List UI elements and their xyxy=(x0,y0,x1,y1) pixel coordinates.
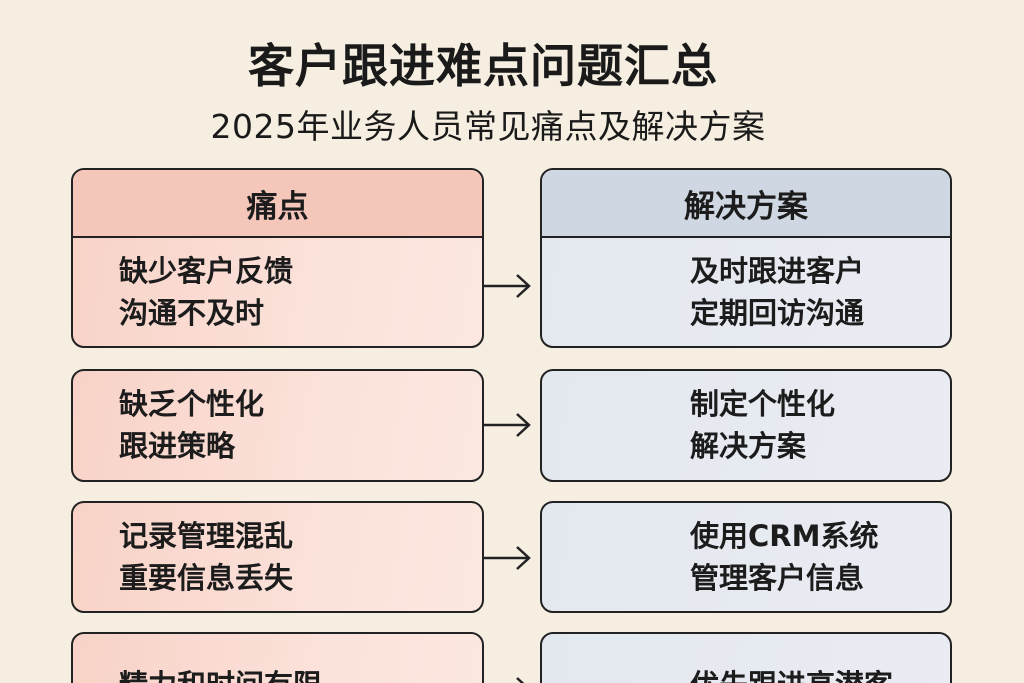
pain-card-3: 记录管理混乱 重要信息丢失 xyxy=(71,501,484,613)
pain-text-line: 沟通不及时 xyxy=(119,295,265,330)
solution-text-line: 及时跟进客户 xyxy=(690,253,865,288)
pain-text-line: 缺乏个性化 xyxy=(119,387,265,421)
solution-text-line: 使用CRM系统 xyxy=(690,518,879,553)
right-arrow-icon xyxy=(484,271,540,301)
solution-card-3: 使用CRM系统 管理客户信息 xyxy=(540,501,952,613)
solution-card-body: 使用CRM系统 管理客户信息 xyxy=(542,503,950,610)
pain-text-line: 精力和时间有限 xyxy=(119,664,482,683)
pain-text-line: 跟进策略 xyxy=(119,429,236,463)
pain-card-body: 精力和时间有限 xyxy=(73,634,482,683)
pain-text-line: 缺少客户反馈 xyxy=(119,253,294,288)
pain-card-body: 记录管理混乱 重要信息丢失 xyxy=(73,503,482,610)
solution-card-4: 优先跟进高潜客 xyxy=(540,632,952,683)
right-arrow-icon xyxy=(484,674,540,683)
solution-card-2: 制定个性化 解决方案 xyxy=(540,369,952,482)
solution-text-line: 管理客户信息 xyxy=(690,560,865,595)
pain-text-line: 记录管理混乱 xyxy=(119,518,294,553)
solution-column-header: 解决方案 xyxy=(542,170,950,238)
pain-column-header: 痛点 xyxy=(73,170,482,238)
solution-text-line: 定期回访沟通 xyxy=(690,295,865,330)
pain-card-2: 缺乏个性化 跟进策略 xyxy=(71,369,484,482)
pain-card-body: 缺少客户反馈 沟通不及时 xyxy=(73,238,482,345)
right-arrow-icon xyxy=(484,410,540,440)
pain-card-4: 精力和时间有限 xyxy=(71,632,484,683)
right-arrow-icon xyxy=(484,543,540,573)
pain-card-body: 缺乏个性化 跟进策略 xyxy=(73,371,482,479)
solution-text-line: 制定个性化 xyxy=(690,387,836,421)
solution-text-line: 解决方案 xyxy=(690,429,807,463)
page-title: 客户跟进难点问题汇总 xyxy=(248,39,718,93)
pain-card-1: 痛点 缺少客户反馈 沟通不及时 xyxy=(71,168,484,348)
solution-card-body: 制定个性化 解决方案 xyxy=(542,371,950,479)
solution-card-1: 解决方案 及时跟进客户 定期回访沟通 xyxy=(540,168,952,348)
solution-text-line: 优先跟进高潜客 xyxy=(690,664,950,683)
page-subtitle: 2025年业务人员常见痛点及解决方案 xyxy=(210,107,766,146)
solution-card-body: 及时跟进客户 定期回访沟通 xyxy=(542,238,950,345)
pain-text-line: 重要信息丢失 xyxy=(119,560,294,595)
solution-card-body: 优先跟进高潜客 xyxy=(542,634,950,683)
